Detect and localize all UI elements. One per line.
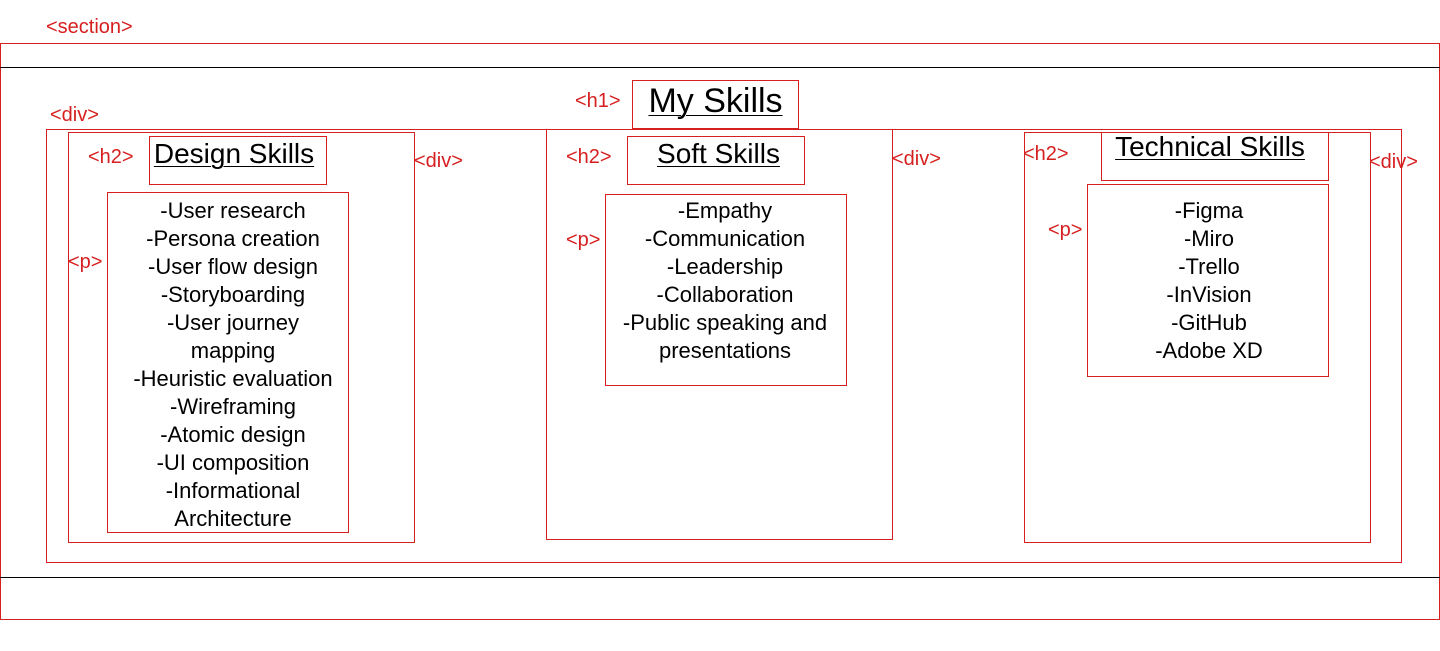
section-tag: <section> <box>46 16 133 38</box>
list-item: mapping <box>190 338 276 363</box>
design-skills-div <box>68 132 415 543</box>
list-item: -Communication <box>644 226 806 251</box>
soft-skills-h2-box <box>627 136 805 185</box>
list-item: Architecture <box>174 506 292 531</box>
list-item: -Trello <box>1178 254 1240 279</box>
list-item: -Leadership <box>666 254 784 279</box>
list-item: -User journey <box>166 310 300 335</box>
section-top-divider <box>0 67 1440 68</box>
list-item: -User research <box>160 198 306 223</box>
soft-skills-p-box <box>605 194 847 386</box>
technical-skills-p-box <box>1087 184 1329 377</box>
h1-tag: <h1> <box>575 90 621 112</box>
list-item: -Empathy <box>677 198 773 223</box>
technical-skills-list: -Figma -Miro -Trello -InVision -GitHub -… <box>1089 197 1329 365</box>
design-skills-h2-box <box>149 136 327 185</box>
outer-div-tag: <div> <box>50 104 99 126</box>
list-item: -Collaboration <box>656 282 794 307</box>
design-skills-div-tag: <div> <box>414 150 463 172</box>
design-skills-p-tag: <p> <box>68 251 103 273</box>
design-skills-h2-tag: <h2> <box>88 146 134 168</box>
technical-skills-h2-box <box>1101 132 1329 181</box>
list-item: presentations <box>658 338 792 363</box>
list-item: -User flow design <box>148 254 318 279</box>
technical-skills-div-tag: <div> <box>1369 151 1418 173</box>
list-item: -Adobe XD <box>1155 338 1263 363</box>
soft-skills-div <box>546 129 893 540</box>
design-skills-p-box <box>107 192 349 533</box>
list-item: -InVision <box>1166 282 1252 307</box>
list-item: -Heuristic evaluation <box>133 366 333 391</box>
list-item: -Storyboarding <box>160 282 306 307</box>
design-skills-list: -User research -Persona creation -User f… <box>113 197 353 533</box>
list-item: -Informational <box>165 478 301 503</box>
technical-skills-heading: Technical Skills <box>1115 131 1305 162</box>
soft-skills-heading: Soft Skills <box>657 138 780 169</box>
page-title: My Skills <box>648 82 783 120</box>
soft-skills-p-tag: <p> <box>566 229 601 251</box>
list-item: -GitHub <box>1171 310 1247 335</box>
list-item: -Wireframing <box>170 394 296 419</box>
list-item: -Miro <box>1183 226 1235 251</box>
list-item: -Persona creation <box>146 226 320 251</box>
design-skills-heading: Design Skills <box>153 138 315 169</box>
section-bottom-divider <box>0 577 1440 578</box>
soft-skills-div-tag: <div> <box>892 148 941 170</box>
list-item: -Figma <box>1174 198 1244 223</box>
list-item: -Public speaking and <box>622 310 828 335</box>
technical-skills-p-tag: <p> <box>1048 219 1083 241</box>
soft-skills-list: -Empathy -Communication -Leadership -Col… <box>605 197 845 365</box>
h1-box <box>632 80 799 129</box>
technical-skills-h2-tag: <h2> <box>1023 143 1069 165</box>
list-item: -Atomic design <box>160 422 306 447</box>
soft-skills-h2-tag: <h2> <box>566 146 612 168</box>
list-item: -UI composition <box>156 450 310 475</box>
